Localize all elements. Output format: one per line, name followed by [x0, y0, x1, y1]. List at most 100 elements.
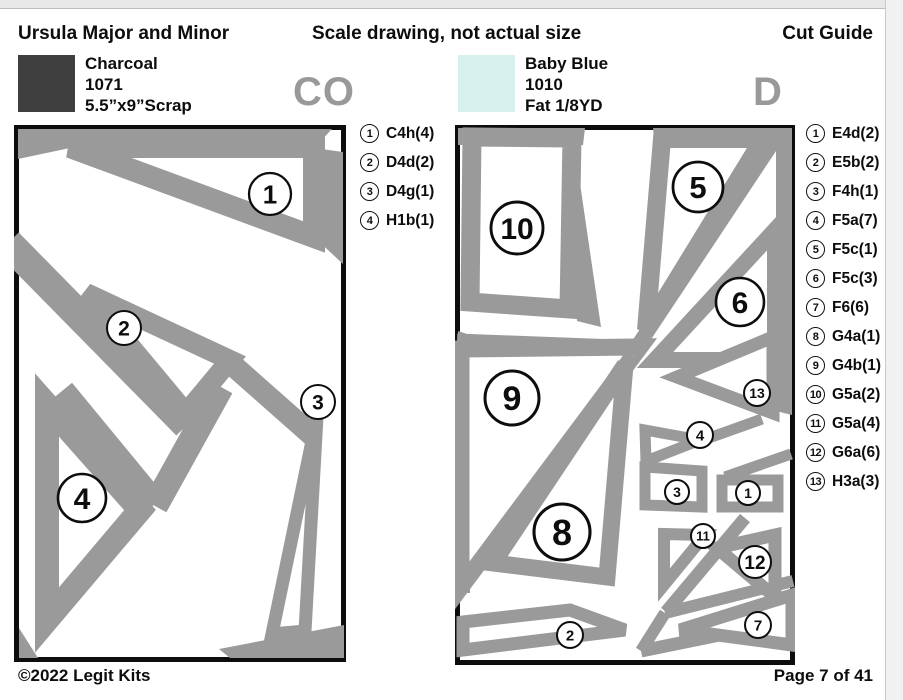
piece-number: 1	[263, 179, 277, 209]
piece-number-circle	[735, 480, 761, 506]
legend-label: G6a(6)	[832, 443, 881, 461]
legend-item: 1 E4d(2)	[806, 124, 881, 143]
fabric-band	[220, 352, 322, 446]
fabric-band	[143, 380, 233, 513]
piece-outline-2	[456, 603, 628, 658]
fabric-band	[219, 625, 344, 658]
scrollbar-track[interactable]	[885, 0, 903, 700]
legend-item: 8 G4a(1)	[806, 327, 881, 346]
legend-label: E4d(2)	[832, 124, 880, 142]
page-top-edge	[0, 0, 886, 9]
legend-item: 1 C4h(4)	[360, 124, 434, 143]
legend-label: F5c(3)	[832, 269, 878, 287]
legend-item: 12 G6a(6)	[806, 443, 881, 462]
fabric-swatch-baby-blue	[458, 55, 515, 112]
fabric-number: 1071	[85, 75, 123, 94]
legend-label: G5a(4)	[832, 414, 881, 432]
legend-label: F4h(1)	[832, 182, 879, 200]
legend-number-circle: 6	[806, 269, 825, 288]
copyright: ©2022 Legit Kits	[18, 666, 151, 685]
fabric-band	[19, 628, 38, 658]
piece-number-circle	[744, 611, 772, 639]
fabric-name: Baby Blue	[525, 54, 609, 73]
piece-number-circle	[56, 472, 108, 524]
fabric-name: Charcoal	[85, 54, 158, 73]
fabric-info-charcoal: Charcoal 1071 5.5”x9”Scrap	[85, 53, 192, 116]
piece-number-circle	[247, 171, 293, 217]
legend-number-circle: 1	[806, 124, 825, 143]
piece-outline-11	[658, 527, 718, 602]
legend-label: C4h(4)	[386, 124, 435, 142]
legend-number-circle: 1	[360, 124, 379, 143]
fabric-band	[14, 232, 198, 436]
legend-number-circle: 5	[806, 240, 825, 259]
legend-label: F6(6)	[832, 298, 870, 316]
legend-label: F5c(1)	[832, 240, 878, 258]
legend-number-circle: 13	[806, 472, 825, 491]
legend-number-circle: 7	[806, 298, 825, 317]
fabric-band	[51, 382, 166, 513]
piece-number-circle	[690, 523, 716, 549]
piece-number-circle	[556, 621, 584, 649]
piece-number: 6	[732, 287, 749, 320]
legend-label: G4b(1)	[832, 356, 882, 374]
fabric-info-baby-blue: Baby Blue 1010 Fat 1/8YD	[525, 53, 608, 116]
page-number: Page 7 of 41	[773, 666, 873, 685]
piece-number: 3	[673, 484, 681, 500]
fabric-number: 1010	[525, 75, 563, 94]
legend-number-circle: 3	[806, 182, 825, 201]
fabric-size: 5.5”x9”Scrap	[85, 96, 192, 115]
panel-letter-co: CO	[293, 70, 355, 114]
legend-item: 2 E5b(2)	[806, 153, 881, 172]
legend-number-circle: 3	[360, 182, 379, 201]
page-title: Ursula Major and Minor	[18, 23, 230, 44]
piece-number: 1	[744, 485, 752, 501]
piece-outline-8	[478, 360, 634, 587]
piece-number: 4	[74, 483, 91, 516]
legend-number-circle: 10	[806, 385, 825, 404]
piece-number: 7	[754, 617, 762, 634]
piece-number-circle	[483, 369, 541, 427]
legend-item: 9 G4b(1)	[806, 356, 881, 375]
piece-number: 10	[500, 213, 533, 246]
legend-item: 10 G5a(2)	[806, 385, 881, 404]
piece-number: 2	[566, 627, 574, 644]
piece-number-circle	[743, 379, 771, 407]
legend-label: E5b(2)	[832, 153, 880, 171]
legend-item: 7 F6(6)	[806, 298, 881, 317]
piece-number: 5	[689, 170, 706, 205]
piece-outline-4	[639, 423, 721, 469]
legend-number-circle: 8	[806, 327, 825, 346]
fabric-band	[661, 513, 750, 617]
legend-number-circle: 4	[806, 211, 825, 230]
legend-number-circle: 12	[806, 443, 825, 462]
legend-item: 6 F5c(3)	[806, 269, 881, 288]
piece-number-circle	[714, 276, 766, 328]
piece-number: 3	[312, 392, 324, 415]
legend-item: 5 F5c(1)	[806, 240, 881, 259]
piece-outline-3	[263, 415, 324, 642]
legend-item: 3 D4g(1)	[360, 182, 434, 201]
legend-number-circle: 9	[806, 356, 825, 375]
legend-label: D4g(1)	[386, 182, 435, 200]
legend-label: G4a(1)	[832, 327, 881, 345]
piece-number-circle	[664, 479, 690, 505]
legend-label: D4d(2)	[386, 153, 435, 171]
legend-label: G5a(2)	[832, 385, 881, 403]
fabric-band	[575, 149, 601, 327]
piece-number-circle	[738, 545, 772, 579]
piece-number: 8	[552, 512, 572, 553]
piece-number: 12	[744, 553, 765, 574]
piece-number: 4	[696, 427, 705, 444]
legend-number-circle: 2	[806, 153, 825, 172]
legend-number-circle: 4	[360, 211, 379, 230]
